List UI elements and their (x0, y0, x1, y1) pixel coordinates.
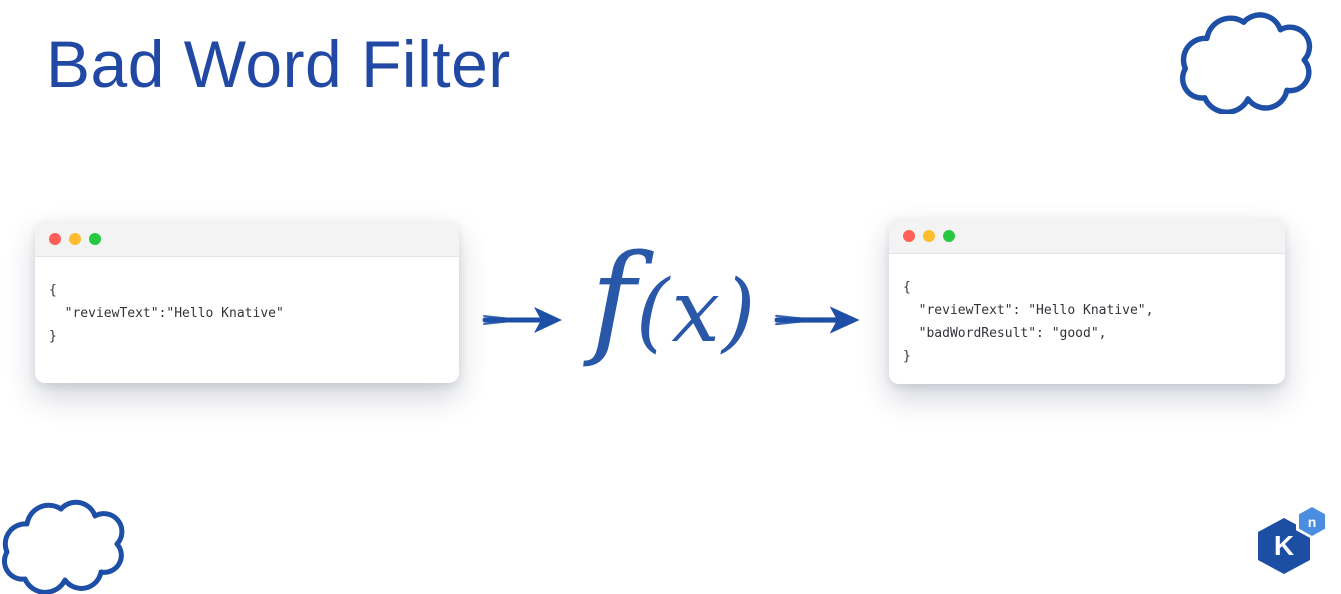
arrow-right-icon (482, 301, 568, 339)
traffic-light-green-icon (89, 232, 101, 245)
arrow-right-icon (774, 300, 866, 340)
cloud-icon (1172, 6, 1324, 114)
traffic-light-yellow-icon (923, 229, 935, 242)
code-line: "badWordResult": "good", (903, 326, 1107, 341)
function-symbol: f(x) (568, 238, 780, 390)
function-args: (x) (635, 262, 758, 362)
logo-letter-k: K (1273, 530, 1295, 561)
code-line: { (903, 280, 911, 295)
traffic-light-yellow-icon (69, 232, 81, 245)
code-line: } (903, 349, 911, 364)
logo-letter-n: n (1307, 513, 1317, 530)
knative-logo: K n (1256, 504, 1328, 576)
window-titlebar (889, 218, 1285, 254)
code-block-input: { "reviewText":"Hello Knative" } (35, 257, 459, 348)
traffic-light-green-icon (943, 229, 955, 242)
cloud-icon (0, 494, 136, 594)
code-window-input: { "reviewText":"Hello Knative" } (35, 221, 459, 383)
code-line: } (49, 329, 57, 344)
code-line: { (49, 283, 57, 298)
page-title: Bad Word Filter (46, 27, 511, 101)
window-titlebar (35, 221, 459, 257)
code-line: "reviewText": "Hello Knative", (903, 303, 1154, 318)
code-line: "reviewText":"Hello Knative" (49, 306, 284, 321)
traffic-light-red-icon (49, 232, 61, 245)
traffic-light-red-icon (903, 229, 915, 242)
knative-hexagon-n-icon: n (1296, 504, 1328, 539)
code-window-output: { "reviewText": "Hello Knative", "badWor… (889, 218, 1285, 384)
code-block-output: { "reviewText": "Hello Knative", "badWor… (889, 254, 1285, 368)
function-name: f (590, 228, 636, 370)
